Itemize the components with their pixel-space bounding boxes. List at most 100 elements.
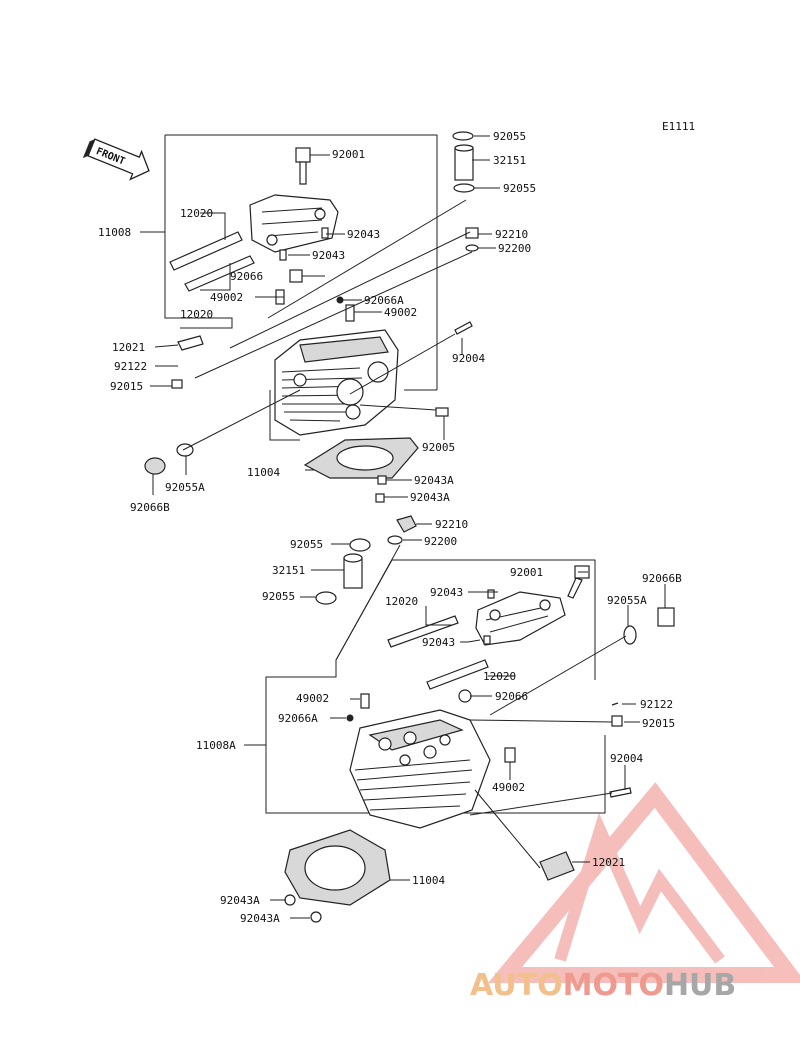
- top-assembly: 92055 32151 92055 92001 11008 12020 9204…: [98, 130, 536, 514]
- label-92122: 92122: [640, 698, 673, 711]
- label-49002: 49002: [210, 291, 243, 304]
- watermark-text: AUTOMOTOHUB: [470, 968, 736, 1003]
- label-92043: 92043: [430, 586, 463, 599]
- label-12020: 12020: [385, 595, 418, 608]
- label-92043A: 92043A: [414, 474, 454, 487]
- label-92005: 92005: [422, 441, 455, 454]
- label-92001: 92001: [510, 566, 543, 579]
- gasket-12021-bottom: [539, 851, 575, 881]
- dowel-92043-bottom-b: [483, 635, 491, 645]
- bottom-assembly: 92210 92055 92200 32151 92001 92066B 920…: [196, 515, 682, 925]
- label-12021: 12021: [112, 341, 145, 354]
- label-11008A: 11008A: [196, 739, 236, 752]
- label-92043: 92043: [347, 228, 380, 241]
- stud-92004-top: [454, 321, 473, 335]
- washer-92200-top: [465, 244, 479, 252]
- label-92066B: 92066B: [642, 572, 682, 585]
- label-12020: 12020: [483, 670, 516, 683]
- front-arrow-icon: FRONT: [82, 138, 150, 181]
- pin-92122-bottom: [611, 702, 619, 706]
- label-92066: 92066: [230, 270, 263, 283]
- fitting-49002-bottom-a: [360, 693, 370, 709]
- label-92200: 92200: [424, 535, 457, 548]
- label-92055: 92055: [290, 538, 323, 551]
- label-92055: 92055: [493, 130, 526, 143]
- label-92015: 92015: [642, 717, 675, 730]
- plug-92066A-bottom: [346, 714, 354, 722]
- oring-92055A-bottom: [623, 625, 637, 645]
- label-92066A: 92066A: [364, 294, 404, 307]
- label-92055A: 92055A: [165, 481, 205, 494]
- label-92043A: 92043A: [220, 894, 260, 907]
- plug-92066B-bottom: [657, 607, 675, 627]
- label-49002: 49002: [384, 306, 417, 319]
- label-12020: 12020: [180, 308, 213, 321]
- watermark-logo: [487, 782, 800, 983]
- head-gasket-11004-bottom: [284, 829, 391, 906]
- label-92015: 92015: [110, 380, 143, 393]
- svg-text:AUTOMOTOHUB: AUTOMOTOHUB: [470, 968, 736, 1003]
- dowel-92043-top-b: [279, 249, 287, 261]
- label-11004: 11004: [412, 874, 445, 887]
- bolt-92001-bottom: [567, 565, 590, 599]
- dowel-92043-bottom-a: [487, 589, 495, 599]
- label-12020: 12020: [180, 207, 213, 220]
- plug-92066A-top: [336, 296, 344, 304]
- watermark-auto: AUTO: [470, 968, 563, 1003]
- label-49002: 49002: [296, 692, 329, 705]
- gasket-12021-top: [177, 335, 204, 351]
- label-92001: 92001: [332, 148, 365, 161]
- dowel-92043A-bottom-b: [310, 911, 322, 923]
- label-11008: 11008: [98, 226, 131, 239]
- tube-32151-bottom: [315, 538, 371, 605]
- label-92055A: 92055A: [607, 594, 647, 607]
- dowel-92043-top-a: [321, 227, 329, 239]
- label-11004: 11004: [247, 466, 280, 479]
- watermark-hub: HUB: [664, 968, 736, 1003]
- fitting-92005-top: [435, 407, 449, 417]
- bolt-92015-bottom: [611, 715, 623, 727]
- label-92043A: 92043A: [240, 912, 280, 925]
- bolt-92001-top: [295, 147, 311, 185]
- label-92043: 92043: [422, 636, 455, 649]
- rocker-assembly-top: [249, 194, 339, 253]
- label-92043A: 92043A: [410, 491, 450, 504]
- dowel-92043A-top-b: [375, 493, 385, 503]
- cylinder-head-top: [274, 329, 399, 436]
- diagram-code: E1111: [662, 120, 695, 133]
- label-92004: 92004: [452, 352, 485, 365]
- rocker-assembly-bottom: [475, 591, 566, 646]
- label-92055: 92055: [503, 182, 536, 195]
- shaft-12020-bottom-a: [387, 615, 459, 648]
- label-92122: 92122: [114, 360, 147, 373]
- label-92066: 92066: [495, 690, 528, 703]
- nut-92210-bottom: [396, 515, 417, 533]
- label-92210: 92210: [435, 518, 468, 531]
- label-32151: 32151: [493, 154, 526, 167]
- label-92210: 92210: [495, 228, 528, 241]
- cylinder-head-bottom: [349, 709, 491, 829]
- label-92066B: 92066B: [130, 501, 170, 514]
- label-32151: 32151: [272, 564, 305, 577]
- dowel-92043A-bottom-a: [284, 894, 296, 906]
- plug-92066-top: [289, 269, 303, 283]
- label-92055: 92055: [262, 590, 295, 603]
- plug-92066-bottom: [458, 689, 472, 703]
- label-92066A: 92066A: [278, 712, 318, 725]
- tube-32151-top: [452, 131, 475, 193]
- bolt-92015-top: [171, 379, 183, 389]
- head-gasket-11004-top: [303, 437, 419, 479]
- label-92200: 92200: [498, 242, 531, 255]
- dowel-92043A-top-a: [377, 475, 387, 485]
- label-12021: 12021: [592, 856, 625, 869]
- shaft-12020-top: [169, 231, 255, 292]
- washer-92200-bottom: [387, 535, 403, 545]
- stud-92004-bottom: [609, 787, 632, 798]
- shaft-12020-bottom-b: [426, 659, 489, 690]
- label-49002: 49002: [492, 781, 525, 794]
- fitting-49002-top-b: [345, 304, 355, 322]
- plug-92066B-top: [144, 457, 166, 475]
- watermark-moto: MOTO: [563, 968, 664, 1003]
- label-92043: 92043: [312, 249, 345, 262]
